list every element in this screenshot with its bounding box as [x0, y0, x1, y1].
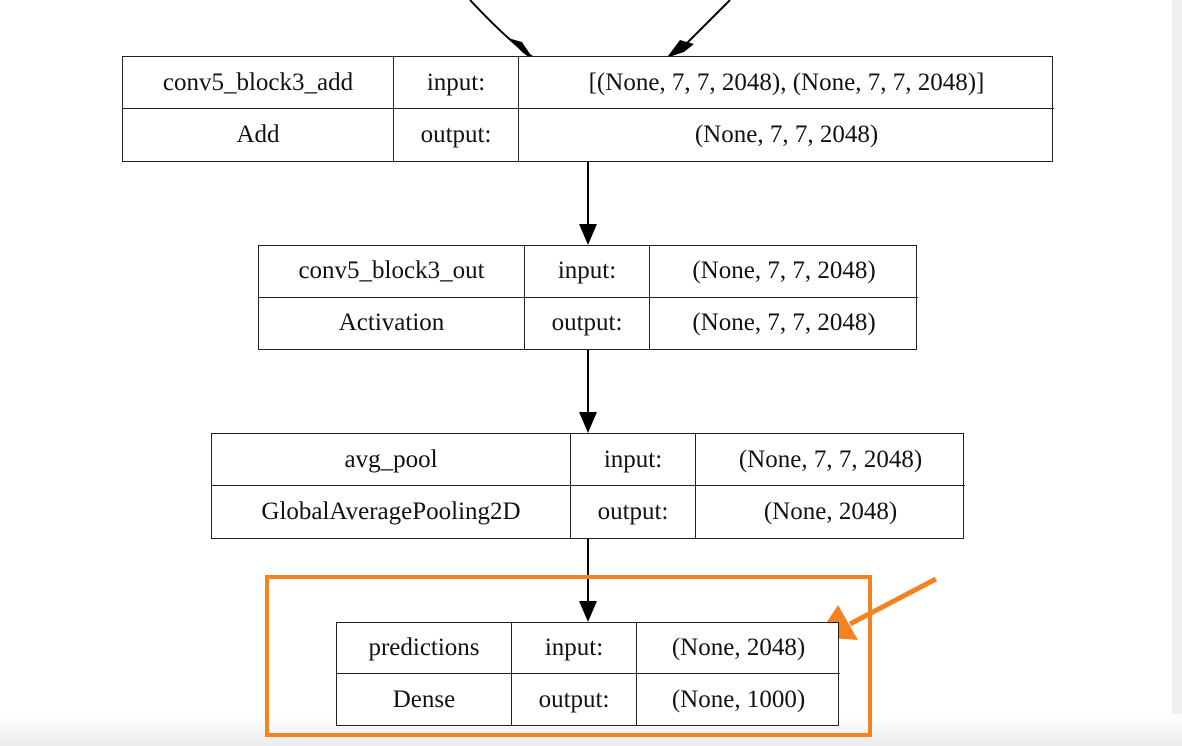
- scrollbar-track: [1172, 0, 1182, 746]
- annotation-arrow-shaft: [848, 576, 938, 627]
- edge-in-right: [681, 0, 731, 49]
- output-shape: (None, 7, 7, 2048): [694, 121, 879, 148]
- layer-node-conv5-block3-out[interactable]: conv5_block3_out input: (None, 7, 7, 204…: [258, 245, 918, 350]
- layer-type: Activation: [259, 297, 525, 349]
- layer-node-conv5-block3-add[interactable]: conv5_block3_add input: [(None, 7, 7, 20…: [122, 56, 1054, 162]
- input-shape: [(None, 7, 7, 2048), (None, 7, 7, 2048)]: [519, 57, 1054, 109]
- edge-add-to-out-arrowhead: [579, 224, 597, 245]
- layer-type: Add: [123, 109, 394, 161]
- input-shape: (None, 2048): [637, 623, 840, 674]
- input-shape: (None, 7, 7, 2048): [650, 246, 918, 298]
- input-shape: (None, 7, 7, 2048): [696, 434, 965, 486]
- input-label: input:: [571, 434, 696, 486]
- input-label: input:: [525, 246, 650, 298]
- edge-out-to-pool-arrowhead: [579, 412, 597, 433]
- layer-type: Dense: [337, 674, 512, 725]
- layer-name: predictions: [337, 623, 512, 674]
- highlight-box: [265, 575, 872, 737]
- output-shape: (None, 1000): [671, 685, 806, 713]
- input-label: input:: [394, 57, 519, 109]
- layer-node-avg-pool[interactable]: avg_pool input: (None, 7, 7, 2048) Globa…: [211, 433, 965, 539]
- output-shape: (None, 2048): [763, 498, 898, 525]
- layer-name: conv5_block3_out: [259, 246, 525, 298]
- layer-node-predictions[interactable]: predictions input: (None, 2048) Dense ou…: [336, 622, 840, 726]
- output-label: output:: [571, 486, 696, 538]
- output-shape: (None, 7, 7, 2048): [692, 309, 876, 337]
- output-label: output:: [512, 674, 637, 725]
- output-label: output:: [525, 297, 650, 349]
- edge-pool-to-pred-arrowhead: [579, 601, 597, 622]
- layer-name: conv5_block3_add: [123, 57, 394, 109]
- layer-type: GlobalAveragePooling2D: [212, 486, 571, 538]
- input-label: input:: [512, 623, 637, 674]
- output-label: output:: [394, 109, 519, 161]
- edge-in-right-arrowhead: [666, 40, 694, 58]
- edge-in-left-arrowhead: [508, 38, 536, 58]
- layer-name: avg_pool: [212, 434, 571, 486]
